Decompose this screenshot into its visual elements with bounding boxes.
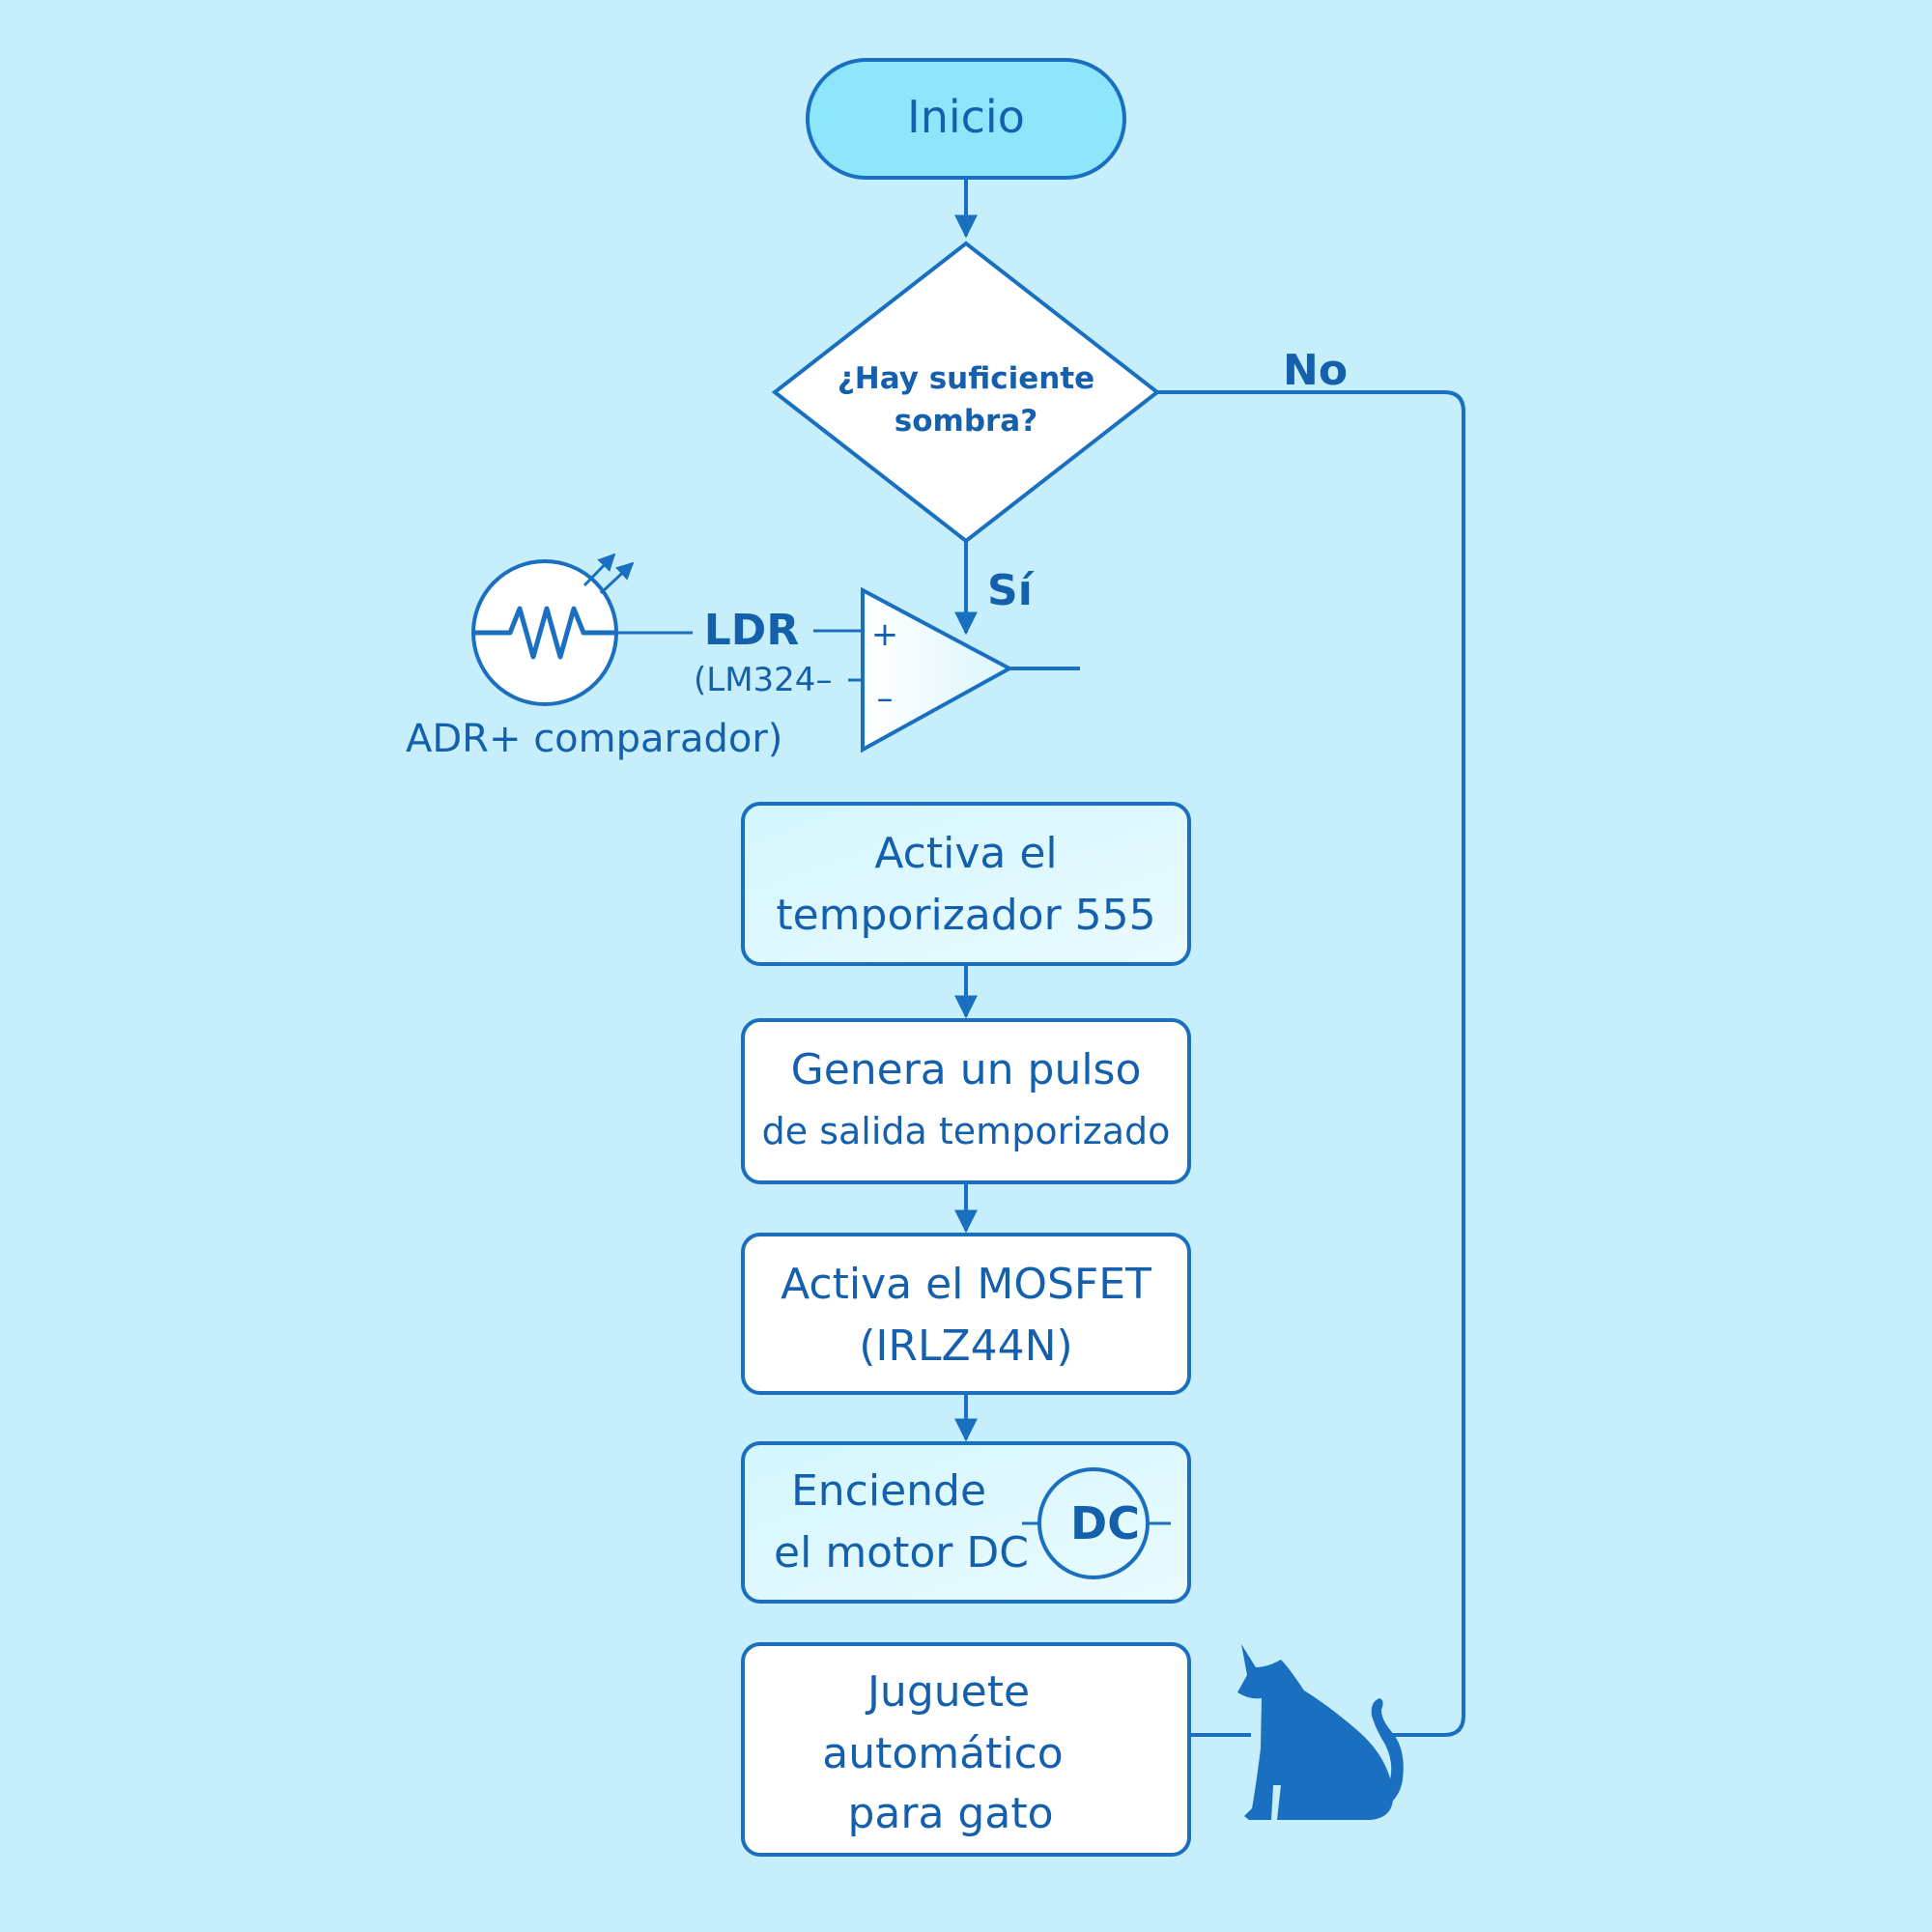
ldr-photoresistor-icon bbox=[471, 553, 635, 706]
start-node: Inicio bbox=[806, 58, 1126, 180]
op-amp-comparator-icon: + – bbox=[861, 586, 1014, 753]
sensor-note-line1: (LM324– bbox=[694, 661, 832, 699]
end-line3: para gato bbox=[848, 1789, 1054, 1838]
step-generate-pulse: Genera un pulso de salida temporizado bbox=[741, 1018, 1191, 1184]
step-activate-555-timer: Activa el temporizador 555 bbox=[741, 802, 1191, 966]
no-branch-path bbox=[1157, 390, 1465, 1737]
decision-label-line2: sombra? bbox=[895, 404, 1037, 439]
comparator-plus-sign: + bbox=[871, 615, 899, 654]
end-line1: Juguete bbox=[865, 1667, 1030, 1717]
motor-label: DC bbox=[1070, 1497, 1140, 1549]
no-label: No bbox=[1283, 346, 1348, 395]
step3-line1: Activa el MOSFET bbox=[781, 1260, 1151, 1309]
sensor-wires bbox=[618, 629, 863, 682]
step1-line1: Activa el bbox=[874, 829, 1057, 878]
cat-icon bbox=[1237, 1644, 1404, 1820]
end-node: Juguete automático para gato bbox=[741, 1642, 1191, 1857]
step1-line2: temporizador 555 bbox=[776, 891, 1155, 940]
step-turn-on-dc-motor: Enciende el motor DC DC bbox=[741, 1441, 1191, 1604]
connectors bbox=[954, 180, 1465, 1737]
decision-node: ¿Hay suficiente sombra? bbox=[771, 241, 1161, 544]
step2-line1: Genera un pulso bbox=[791, 1045, 1142, 1094]
step2-line2: de salida temporizado bbox=[762, 1110, 1171, 1152]
comparator-minus-sign: – bbox=[877, 679, 894, 718]
end-line2: automático bbox=[822, 1729, 1063, 1778]
decision-label-line1: ¿Hay suficiente bbox=[838, 361, 1094, 396]
step-activate-mosfet: Activa el MOSFET (IRLZ44N) bbox=[741, 1233, 1191, 1395]
sensor-note-line2: ADR+ comparador) bbox=[406, 717, 782, 761]
dc-motor-icon: DC bbox=[1022, 1467, 1171, 1579]
step4-line2: el motor DC bbox=[774, 1528, 1029, 1577]
step3-line2: (IRLZ44N) bbox=[859, 1321, 1072, 1371]
step4-line1: Enciende bbox=[791, 1466, 986, 1516]
ldr-label: LDR bbox=[704, 606, 799, 655]
start-label: Inicio bbox=[907, 91, 1025, 143]
yes-label: Sí bbox=[987, 566, 1036, 615]
